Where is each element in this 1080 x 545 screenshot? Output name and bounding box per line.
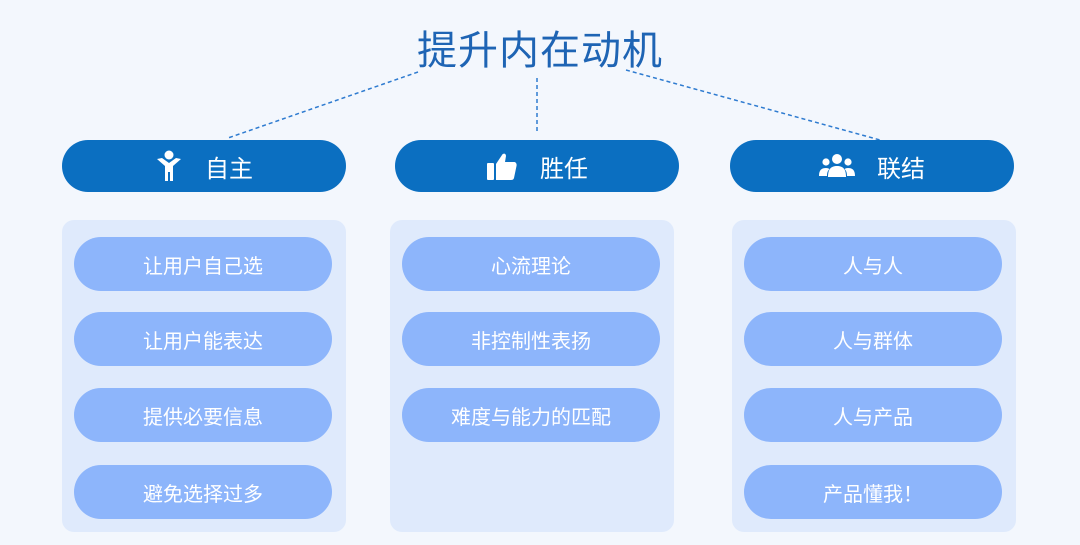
connector-left bbox=[227, 71, 419, 139]
thumbs-up-icon bbox=[486, 151, 518, 181]
list-item: 非控制性表扬 bbox=[402, 312, 660, 366]
header-relatedness: 联结 bbox=[730, 140, 1014, 192]
diagram-title: 提升内在动机 bbox=[417, 28, 663, 74]
list-item: 心流理论 bbox=[402, 237, 660, 291]
panel-relatedness: 人与人 人与群体 人与产品 产品懂我！ bbox=[732, 220, 1016, 532]
list-item: 让用户能表达 bbox=[74, 312, 332, 366]
header-label: 联结 bbox=[877, 154, 925, 183]
header-label: 胜任 bbox=[540, 154, 588, 183]
header-autonomy: 自主 bbox=[62, 140, 346, 192]
panel-autonomy: 让用户自己选 让用户能表达 提供必要信息 避免选择过多 bbox=[62, 220, 346, 532]
header-label: 自主 bbox=[205, 154, 253, 183]
panel-competence: 心流理论 非控制性表扬 难度与能力的匹配 bbox=[390, 220, 674, 532]
list-item: 避免选择过多 bbox=[74, 465, 332, 519]
header-competence: 胜任 bbox=[395, 140, 679, 192]
list-item: 让用户自己选 bbox=[74, 237, 332, 291]
person-icon bbox=[155, 150, 183, 182]
list-item: 人与群体 bbox=[744, 312, 1002, 366]
list-item: 人与人 bbox=[744, 237, 1002, 291]
connector-right bbox=[625, 69, 881, 141]
list-item: 产品懂我！ bbox=[744, 465, 1002, 519]
group-icon bbox=[819, 153, 855, 179]
list-item: 难度与能力的匹配 bbox=[402, 388, 660, 442]
list-item: 提供必要信息 bbox=[74, 388, 332, 442]
list-item: 人与产品 bbox=[744, 388, 1002, 442]
